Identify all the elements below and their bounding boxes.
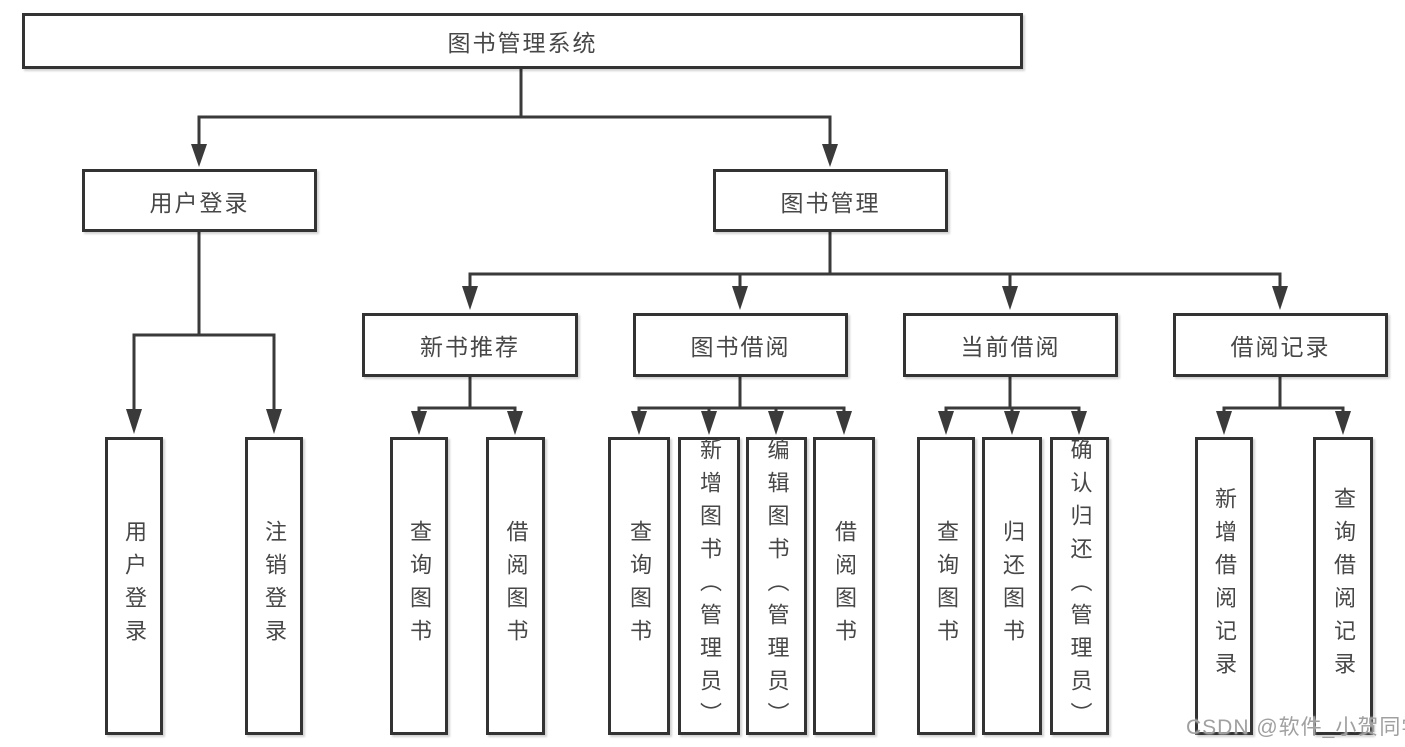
node-box-new-book-recommend: 新书推荐 xyxy=(362,313,578,377)
leaf-box-add-borrow-record: 新增借阅记录 xyxy=(1195,437,1253,735)
leaf-box-query-borrow-record: 查询借阅记录 xyxy=(1313,437,1373,735)
node-label: 借阅记录 xyxy=(1230,334,1331,360)
node-label: 图书管理系统 xyxy=(447,30,598,56)
node-label: 归还图书 xyxy=(1000,520,1025,652)
leaf-box-borrow-books-recommend: 借阅图书 xyxy=(486,437,545,735)
node-label: 用户登录 xyxy=(122,520,147,652)
node-label: 确认归还（管理员） xyxy=(1067,437,1093,735)
node-label: 编辑图书（管理员） xyxy=(764,437,790,735)
node-label: 查询图书 xyxy=(407,520,432,652)
node-label: 新增借阅记录 xyxy=(1212,487,1237,685)
node-label: 查询借阅记录 xyxy=(1331,487,1356,685)
node-box-book-borrow: 图书借阅 xyxy=(633,313,848,377)
node-label: 图书借阅 xyxy=(690,334,791,360)
leaf-box-add-books-admin: 新增图书（管理员） xyxy=(678,437,740,735)
node-box-current-borrow: 当前借阅 xyxy=(903,313,1118,377)
node-label: 用户登录 xyxy=(149,189,250,216)
node-box-user-login: 用户登录 xyxy=(82,169,317,232)
node-label: 查询图书 xyxy=(934,520,959,652)
node-label: 当前借阅 xyxy=(960,334,1061,360)
node-label: 借阅图书 xyxy=(503,520,529,652)
leaf-box-query-books-recommend: 查询图书 xyxy=(390,437,448,735)
node-label: 新增图书（管理员） xyxy=(697,437,722,735)
node-box-borrow-records: 借阅记录 xyxy=(1173,313,1388,377)
leaf-box-logout: 注销登录 xyxy=(245,437,303,735)
leaf-box-return-books: 归还图书 xyxy=(982,437,1042,735)
node-box-book-management: 图书管理 xyxy=(713,169,948,232)
leaf-box-edit-books-admin: 编辑图书（管理员） xyxy=(746,437,807,735)
leaf-box-confirm-return-admin: 确认归还（管理员） xyxy=(1050,437,1109,735)
leaf-box-query-books-current: 查询图书 xyxy=(917,437,975,735)
node-label: 查询图书 xyxy=(627,520,652,652)
node-label: 注销登录 xyxy=(262,520,287,652)
node-label: 借阅图书 xyxy=(832,520,857,652)
leaf-box-query-books-borrow: 查询图书 xyxy=(608,437,670,735)
node-box-library-management-system: 图书管理系统 xyxy=(22,13,1023,69)
node-label: 图书管理 xyxy=(780,189,881,216)
node-label: 新书推荐 xyxy=(420,334,520,360)
leaf-box-user-login: 用户登录 xyxy=(105,437,163,735)
leaf-box-borrow-books: 借阅图书 xyxy=(813,437,875,735)
csdn-watermark: CSDN @软件_小贺同学 xyxy=(1186,716,1405,739)
